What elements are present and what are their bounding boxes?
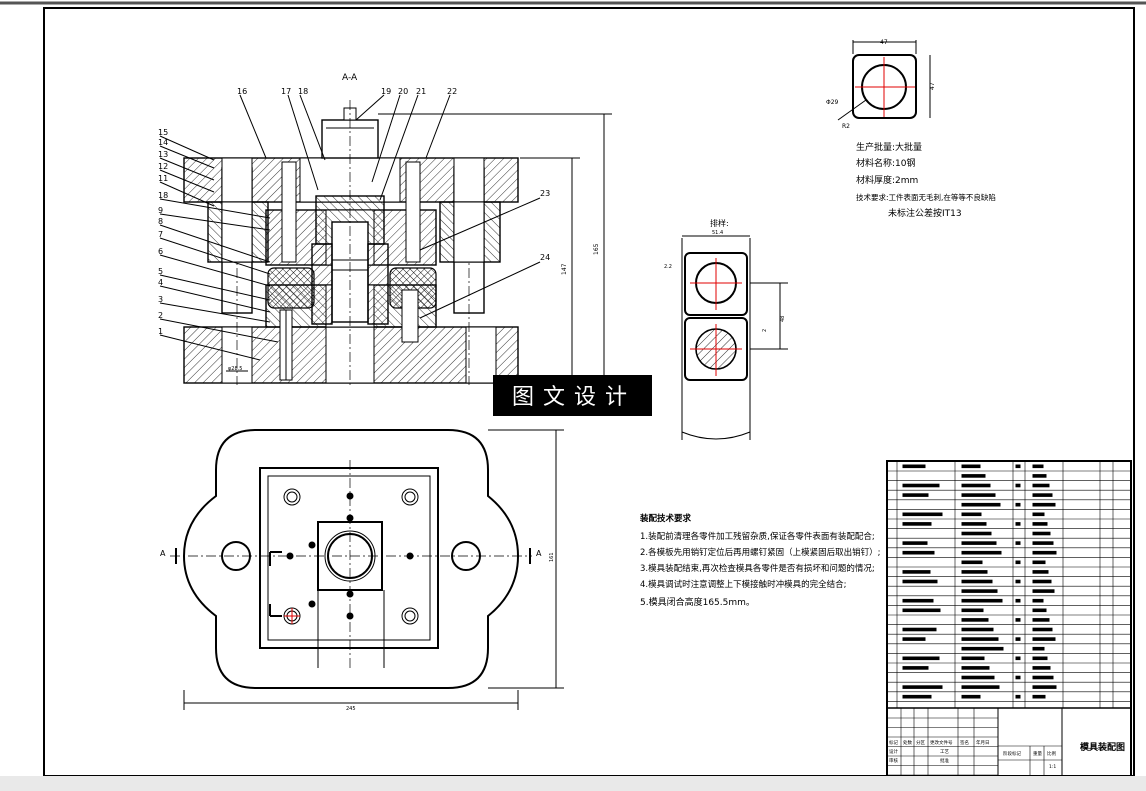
- svg-text:技术要求:工件表面无毛刺,在等等不良缺陷: 技术要求:工件表面无毛刺,在等等不良缺陷: [856, 192, 996, 202]
- svg-text:1.装配前清理各零件加工残留杂质,保证各零件表面有装配配合;: 1.装配前清理各零件加工残留杂质,保证各零件表面有装配配合;: [640, 531, 875, 542]
- svg-text:24: 24: [540, 253, 550, 262]
- svg-text:48: 48: [780, 316, 786, 322]
- svg-text:R2: R2: [842, 123, 850, 130]
- svg-text:生产批量:大批量: 生产批量:大批量: [856, 141, 922, 153]
- svg-text:更改文件号: 更改文件号: [930, 739, 953, 746]
- svg-text:7: 7: [158, 230, 163, 239]
- watermark: 图文设计: [493, 375, 652, 416]
- svg-text:15: 15: [158, 128, 168, 137]
- svg-text:Φ29: Φ29: [826, 99, 839, 106]
- svg-text:12: 12: [158, 162, 168, 171]
- spec-notes: 生产批量:大批量 材料名称:10钢 材料厚度:2mm 技术要求:工件表面无毛刺,…: [856, 141, 996, 219]
- svg-text:22: 22: [447, 87, 457, 96]
- svg-text:A: A: [536, 549, 542, 558]
- svg-text:11: 11: [158, 174, 168, 183]
- svg-text:8: 8: [158, 217, 163, 226]
- section-view: A-A: [158, 73, 612, 385]
- svg-text:签名: 签名: [960, 739, 969, 746]
- svg-text:装配技术要求: 装配技术要求: [639, 513, 692, 524]
- svg-text:5: 5: [158, 267, 163, 276]
- svg-text:A: A: [160, 549, 166, 558]
- svg-text:图文设计: 图文设计: [512, 385, 636, 410]
- drawing-title: 模具装配图: [1080, 741, 1125, 753]
- screw-right: [405, 161, 421, 263]
- plan-view: A A 245 161: [160, 429, 564, 712]
- die-plate: [259, 467, 439, 649]
- svg-text:18: 18: [158, 191, 168, 200]
- svg-text:9: 9: [158, 206, 163, 215]
- stripper-right: [367, 243, 389, 325]
- svg-text:重量: 重量: [1033, 750, 1042, 757]
- svg-text:21: 21: [416, 87, 426, 96]
- svg-text:年月日: 年月日: [976, 739, 990, 746]
- svg-text:批准: 批准: [940, 757, 949, 764]
- svg-text:2.各模板先用销钉定位后再用螺钉紧固（上模紧固后取出销钉）;: 2.各模板先用销钉定位后再用螺钉紧固（上模紧固后取出销钉）;: [640, 547, 880, 558]
- svg-text:处数: 处数: [903, 739, 912, 746]
- svg-text:4.模具调试时注意调整上下模接触时冲模具的完全结合;: 4.模具调试时注意调整上下模接触时冲模具的完全结合;: [640, 579, 846, 590]
- svg-text:设计: 设计: [889, 748, 898, 755]
- die-set-outline: [182, 429, 520, 689]
- title-block: 模具装配图 阶段标记 重量 比例 1:1 标记 处数 分区 更改文件号 签名 年…: [886, 460, 1132, 777]
- svg-text:18: 18: [298, 87, 308, 96]
- svg-text:1:1: 1:1: [1049, 764, 1056, 770]
- svg-text:2.2: 2.2: [664, 264, 672, 270]
- assembly-notes: 装配技术要求 1.装配前清理各零件加工残留杂质,保证各零件表面有装配配合; 2.…: [639, 513, 880, 608]
- section-label: A-A: [342, 73, 358, 83]
- svg-text:材料名称:10钢: 材料名称:10钢: [856, 157, 916, 169]
- svg-text:未标注公差按IT13: 未标注公差按IT13: [888, 207, 962, 219]
- svg-text:2: 2: [762, 329, 768, 332]
- svg-text:47: 47: [929, 82, 936, 90]
- svg-text:4: 4: [158, 278, 163, 287]
- svg-text:分区: 分区: [916, 739, 925, 746]
- svg-text:14: 14: [158, 138, 168, 147]
- screw-left: [281, 161, 297, 263]
- svg-text:比例: 比例: [1047, 750, 1056, 757]
- urethane-pad-left: [267, 267, 315, 309]
- svg-text:47: 47: [880, 39, 888, 46]
- svg-text:5.模具闭合高度165.5mm。: 5.模具闭合高度165.5mm。: [640, 596, 755, 608]
- svg-text:13: 13: [158, 150, 168, 159]
- svg-text:材料厚度:2mm: 材料厚度:2mm: [856, 174, 918, 186]
- blank-part-view: 47 47 Φ29 R2: [826, 39, 936, 130]
- svg-text:3: 3: [158, 295, 163, 304]
- svg-text:20: 20: [398, 87, 408, 96]
- svg-text:165: 165: [593, 243, 600, 255]
- strip-layout-view: 排样: 51.4 48 2 2.2: [664, 218, 788, 440]
- svg-text:阶段标记: 阶段标记: [1003, 750, 1021, 757]
- strip-blank-2: [684, 317, 748, 381]
- viewer-status-bar: [0, 776, 1146, 791]
- svg-text:16: 16: [237, 87, 247, 96]
- svg-text:标记: 标记: [889, 739, 898, 746]
- svg-text:1: 1: [158, 327, 163, 336]
- svg-text:147: 147: [561, 263, 568, 275]
- svg-text:2: 2: [158, 311, 163, 320]
- svg-text:245: 245: [346, 706, 356, 712]
- svg-text:排样:: 排样:: [710, 218, 729, 228]
- blank-square: [852, 54, 917, 119]
- svg-text:审核: 审核: [889, 757, 898, 764]
- svg-text:3.模具装配结束,再次检查模具各零件是否有损坏和问题的情况;: 3.模具装配结束,再次检查模具各零件是否有损坏和问题的情况;: [640, 563, 875, 574]
- svg-text:161: 161: [549, 552, 555, 562]
- svg-text:51.4: 51.4: [712, 230, 723, 236]
- svg-text:17: 17: [281, 87, 291, 96]
- strip-blank-1: [684, 252, 748, 316]
- svg-text:19: 19: [381, 87, 391, 96]
- svg-text:φ28.5: φ28.5: [228, 366, 242, 372]
- svg-text:23: 23: [540, 189, 550, 198]
- stripper-left: [311, 243, 333, 325]
- svg-text:工艺: 工艺: [940, 749, 949, 755]
- svg-text:6: 6: [158, 247, 163, 256]
